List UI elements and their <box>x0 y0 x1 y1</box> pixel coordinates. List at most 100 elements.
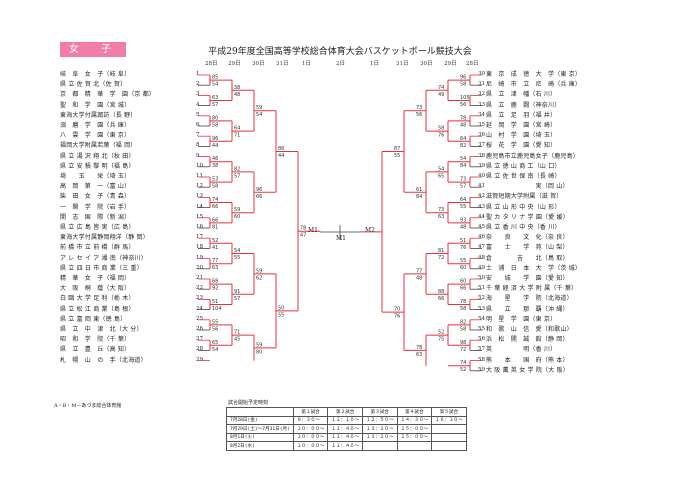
team-row: 八 雲 学 園（東 京）7 <box>60 131 200 141</box>
schedule-cell <box>431 432 467 442</box>
team-name: 県 立 広 島 皆 実（広 島） <box>60 224 135 231</box>
team-name: 県 立 那 覇（沖 縄） <box>486 305 569 313</box>
schedule-cell: １０：００～ <box>292 432 329 442</box>
team-name: 県 立 徳 山 商 工（山 口） <box>486 162 561 170</box>
team-number: 11 <box>196 173 203 179</box>
right-score-b: 48 <box>460 122 466 128</box>
schedule-cell: １３：２０～ <box>361 432 398 442</box>
schedule-table: 第１試合 第２試合 第３試合 第４試合 第５試合 7月28日(金) ９：３０～ … <box>226 407 467 451</box>
right-score-b: 65 <box>438 173 444 179</box>
left-score-a: 46 <box>212 156 218 162</box>
team-row: 県 立 富 岡 東（徳 島）25 <box>60 315 203 325</box>
right-score-a: 61 <box>416 187 422 193</box>
schedule-row: 8月2日(水) １０：００～ １１：４０～ <box>226 441 467 451</box>
right-score-a: 78 <box>416 345 422 351</box>
right-score-a: 82 <box>460 319 466 325</box>
team-name: 県 立 豊 丘（高 知） <box>60 346 131 354</box>
team-number: 41 <box>478 183 485 190</box>
team-row: 昭 和 学 院（千 葉）27 <box>60 335 203 345</box>
left-score-b: 56 <box>212 326 218 332</box>
left-score-a: 54 <box>234 248 240 254</box>
left-score-b: 81 <box>212 224 218 230</box>
team-name: 滋賀短期大学附属（滋 賀） <box>486 193 563 201</box>
left-score-a: 64 <box>234 126 240 132</box>
left-score-b: 55 <box>234 255 240 261</box>
team-row: 県 立 四 日 市 商 業（三 重） 20 <box>60 264 203 274</box>
right-score-a: 77 <box>416 268 422 274</box>
right-score-a: 74 <box>460 360 466 366</box>
team-number: 55 <box>478 326 485 332</box>
left-score-b: 44 <box>278 153 284 159</box>
team-name: 安 城 学 園（愛 知） <box>486 275 569 282</box>
team-number: 12 <box>196 183 203 190</box>
schedule-row: 7月29日(土)～7月31日(月) １０：００～ １１：４０～ １３：２０～ １… <box>226 424 467 434</box>
date-center: 2日 <box>336 61 345 67</box>
team-name: 県 立 安 積 黎 明（福 島） <box>60 162 135 170</box>
left-score-a: 59 <box>256 268 262 274</box>
left-score-a: 71 <box>234 330 240 336</box>
schedule-header-cell: 第４試合 <box>396 407 433 417</box>
team-number: 35 <box>478 122 485 128</box>
team-number: 52 <box>478 295 485 302</box>
team-number: 20 <box>196 264 203 271</box>
schedule-header-row: 第１試合 第２試合 第３試合 第４試合 第５試合 <box>226 407 467 417</box>
right-score-b: 58 <box>460 326 466 332</box>
team-name: 八 雲 学 園（東 京） <box>60 132 131 140</box>
team-row: 県 立 安 積 黎 明（福 島）10 <box>60 162 203 172</box>
left-score-a: 55 <box>212 319 218 325</box>
team-name: 鹿児島市立鹿児島女子（鹿児島） <box>486 152 580 160</box>
schedule-cell: ９：３０～ <box>292 415 329 425</box>
right-score-a: 70 <box>394 307 400 313</box>
team-number: 57 <box>478 346 485 353</box>
team-number: 13 <box>196 193 203 200</box>
schedule-header-cell: 第５試合 <box>431 407 467 417</box>
left-score-b: 55 <box>278 312 284 318</box>
team-row: 一 関 学 院（岩 手） 14 <box>60 203 203 213</box>
team-name: 一 関 学 院（岩 手） <box>60 203 131 211</box>
team-number: 8 <box>196 142 200 149</box>
team-number: 4 <box>196 101 200 108</box>
schedule-cell: １１：４０～ <box>327 432 363 442</box>
left-score-a: 59 <box>256 105 262 111</box>
team-name: 県 立 佐 世 保 南（長 崎） <box>486 173 561 180</box>
team-name: 大 阪 薫 英 女 学 院（大 阪） <box>486 366 569 374</box>
team-row: 柴 田 女 子（青 森）13 <box>60 192 203 202</box>
team-number: 14 <box>196 203 203 210</box>
team-name: 県 立 四 日 市 商 業（三 重） <box>60 264 143 272</box>
team-number: 51 <box>478 285 485 292</box>
team-name: 熊 本 国 府（熊 本） <box>486 356 569 364</box>
team-row: 京 都 精 華 学 園（京 都）3 <box>60 90 200 100</box>
left-score-b: 54 <box>256 112 262 118</box>
team-number: 23 <box>196 295 203 302</box>
left-score-a: 77 <box>212 258 218 264</box>
left-score-b: 57 <box>234 173 240 179</box>
team-name: 尼 崎 市 立 尼 崎（兵 庫） <box>486 81 582 89</box>
right-score-b: 63 <box>438 214 444 220</box>
team-number: 43 <box>478 203 485 210</box>
team-name: 県 立 津 幡（石 川） <box>486 91 557 99</box>
right-score-b: 49 <box>438 92 444 98</box>
schedule-cell: １５：００～ <box>396 432 433 442</box>
schedule-cell: １１：１０～ <box>327 415 363 425</box>
schedule-cell: １１：４０～ <box>327 441 363 451</box>
right-score-b: 58 <box>460 306 466 312</box>
left-score-a: 78 <box>300 226 306 232</box>
team-number: 59 <box>478 366 485 373</box>
team-row: 開 志 国 際（新 潟）15 <box>60 213 203 223</box>
left-score-a: 59 <box>256 342 262 348</box>
schedule-header-cell: 第２試合 <box>327 407 363 417</box>
team-name: 明 星 学 園（東 京） <box>486 315 557 323</box>
date-right-4: 29日 <box>444 61 457 67</box>
team-row: 埼 玉 栄（埼 玉）11 <box>60 172 203 182</box>
right-score-b: 56 <box>416 112 422 118</box>
team-row: 41 実（岡 山） <box>478 182 569 192</box>
team-name: 延 岡 学 園（宮 崎） <box>486 122 557 129</box>
left-score-a: 50 <box>278 305 284 311</box>
final-label-m1: M1 <box>308 227 318 234</box>
